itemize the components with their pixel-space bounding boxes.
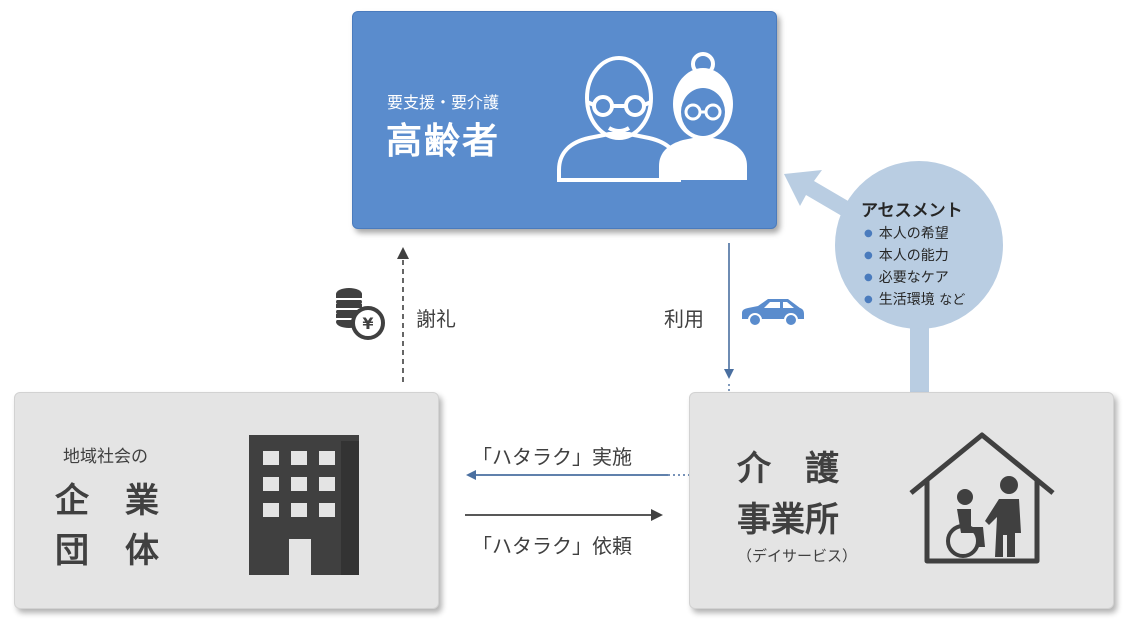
assessment-item: ●本人の希望 bbox=[864, 226, 949, 242]
bullet-icon: ● bbox=[864, 250, 873, 261]
care-subtitle: （デイサービス） bbox=[737, 547, 858, 565]
yen-coins-icon: ¥ bbox=[336, 288, 385, 340]
senior-box: 要支援・要介護 高齢者 bbox=[352, 11, 777, 229]
svg-text:¥: ¥ bbox=[362, 314, 373, 333]
senior-subtitle: 要支援・要介護 bbox=[387, 93, 500, 112]
caregiver-wheelchair-house-icon bbox=[909, 432, 1055, 564]
request-label: 「ハタラク」依頼 bbox=[472, 534, 632, 558]
elderly-couple-icon bbox=[557, 52, 747, 182]
implement-label: 「ハタラク」実施 bbox=[472, 445, 632, 469]
bullet-icon: ● bbox=[864, 272, 873, 283]
office-building-icon bbox=[249, 435, 359, 575]
care-title-line1: 介 護 bbox=[737, 449, 839, 489]
company-title-line1: 企業 bbox=[55, 481, 195, 521]
assessment-item: ●本人の能力 bbox=[864, 248, 949, 264]
bullet-icon: ● bbox=[864, 228, 873, 239]
use-label: 利用 bbox=[664, 307, 704, 331]
thanks-label: 謝礼 bbox=[416, 307, 456, 331]
car-icon bbox=[742, 299, 804, 327]
company-box: 地域社会の 企業 団体 bbox=[14, 392, 439, 609]
bullet-icon: ● bbox=[864, 294, 873, 305]
care-office-box: 介 護 事業所 （デイサービス） bbox=[689, 392, 1114, 609]
assessment-item: ●生活環境 など bbox=[864, 292, 966, 308]
assessment-suffix: など bbox=[939, 293, 966, 308]
assessment-bubble bbox=[784, 161, 1003, 392]
senior-title: 高齢者 bbox=[386, 121, 501, 162]
assessment-title: アセスメント bbox=[861, 201, 963, 221]
company-title-line2: 団体 bbox=[55, 531, 195, 571]
company-subtitle: 地域社会の bbox=[63, 447, 148, 467]
care-title-line2: 事業所 bbox=[737, 500, 839, 540]
assessment-list: ●本人の希望 ●本人の能力 ●必要なケア ●生活環境 など bbox=[864, 223, 965, 311]
assessment-item: ●必要なケア bbox=[864, 270, 949, 286]
